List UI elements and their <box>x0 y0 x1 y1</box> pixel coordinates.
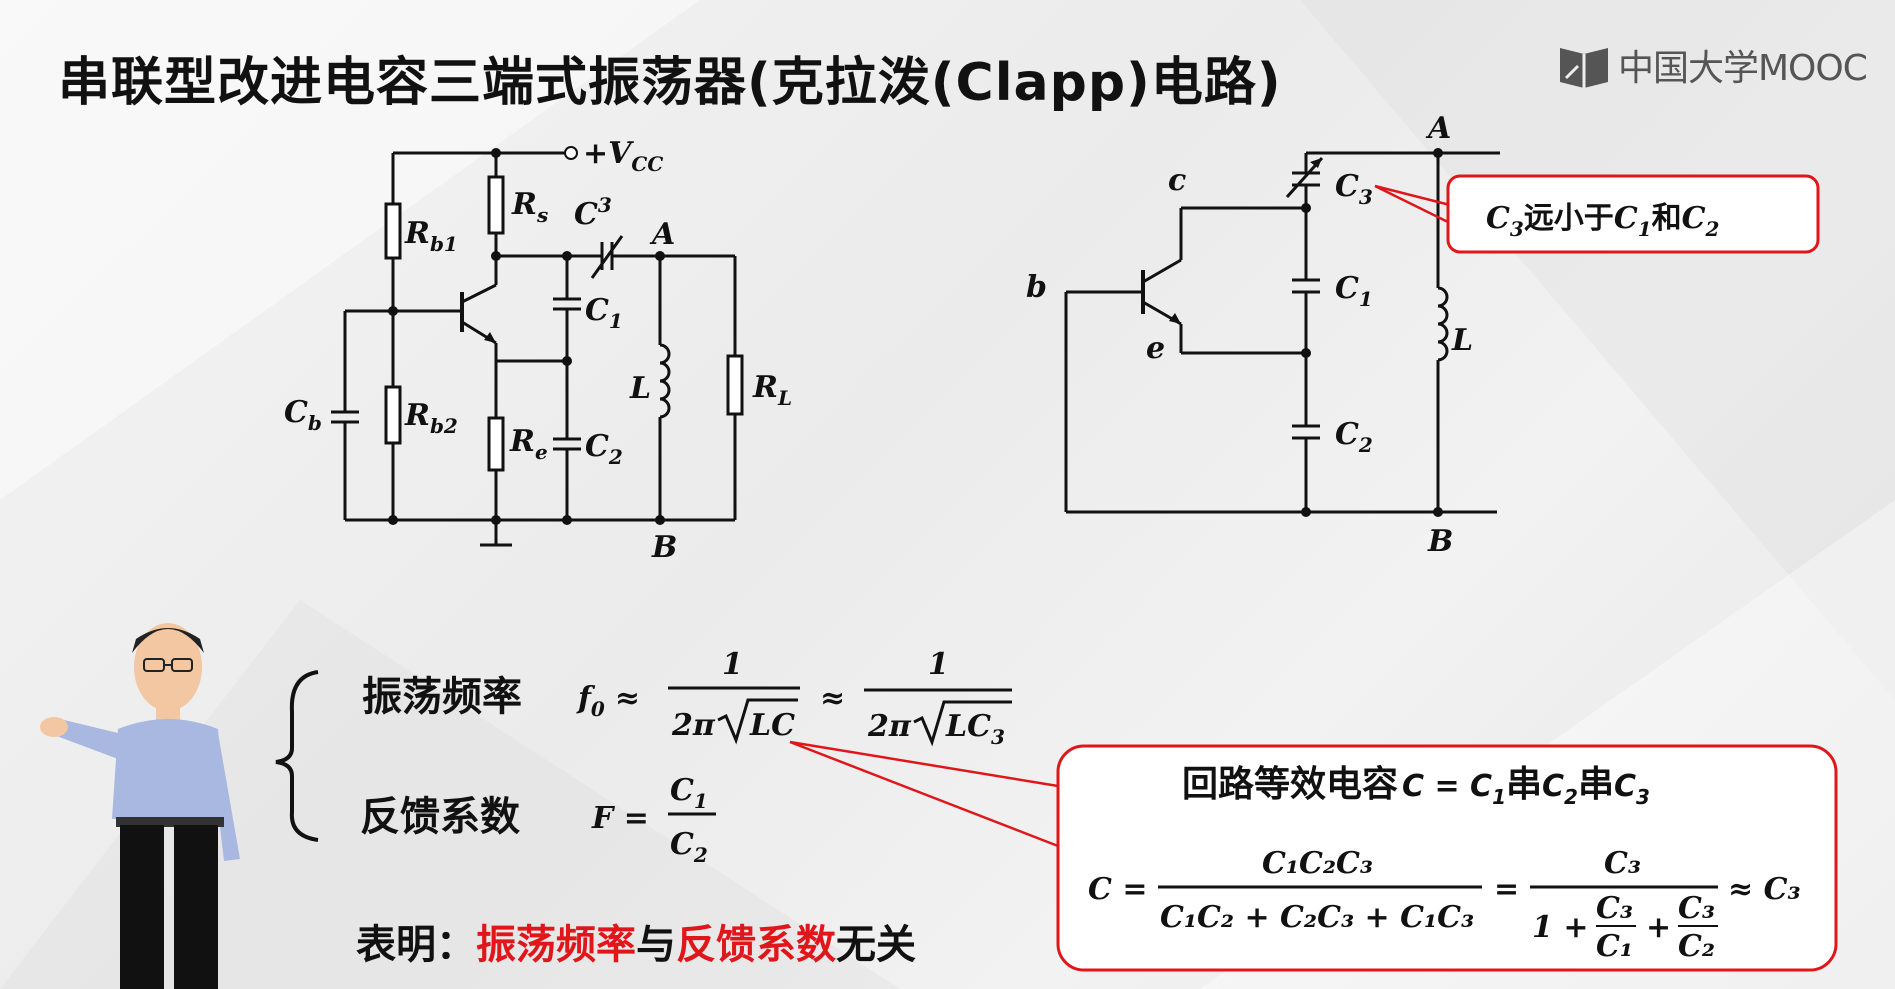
frac-a-num: C₃ <box>1596 891 1633 926</box>
callout-num1: C₁C₂C₃ <box>1262 846 1373 881</box>
vcc-label: +VCC <box>583 136 663 176</box>
cb-label: Cb <box>284 395 322 435</box>
frac-b-den: C₂ <box>1678 929 1715 964</box>
right-c3-label: C3 <box>1335 169 1373 209</box>
rs-label: Rs <box>511 187 548 227</box>
mooc-book-icon <box>1560 48 1608 88</box>
re-label: Re <box>509 424 548 464</box>
callout-num2: C₃ <box>1604 846 1641 881</box>
rb1-label: Rb1 <box>404 216 458 256</box>
callout-den2-prefix: 1 + <box>1532 910 1588 945</box>
frac-b-num: C₃ <box>1678 891 1715 926</box>
feedback-label: 反馈系数 <box>360 794 520 840</box>
c3-callout-box <box>1446 174 1820 254</box>
approx-2: ≈ <box>820 681 845 716</box>
rb2-label: Rb2 <box>404 398 458 438</box>
frac-a-den: C₁ <box>1596 929 1633 964</box>
freq-den-1-lc: LC <box>749 708 795 743</box>
callout-den1: C₁C₂ + C₂C₃ + C₁C₃ <box>1160 900 1474 935</box>
left-node-b: B <box>651 530 677 565</box>
callout-C-eq: C = <box>1088 872 1147 907</box>
freq-num-1: 1 <box>722 647 743 682</box>
rl-label: RL <box>752 370 792 410</box>
right-c2-label: C2 <box>1335 417 1373 457</box>
c2-label: C2 <box>585 429 623 469</box>
right-node-b: B <box>1427 524 1453 559</box>
freq-den-2: 2π <box>867 709 912 744</box>
left-node-a: A <box>649 217 675 252</box>
f0-symbol: f0≈ <box>576 681 640 721</box>
freq-num-2: 1 <box>928 647 949 682</box>
freq-den-2-lc3: LC3 <box>945 709 1005 749</box>
equivalent-capacitance-callout <box>1056 744 1838 972</box>
right-l-label: L <box>1451 323 1473 358</box>
feedback-F: F = <box>591 801 649 836</box>
fb-den: C2 <box>670 827 708 867</box>
right-node-a: A <box>1425 111 1451 146</box>
fb-num: C1 <box>670 773 708 813</box>
freq-label: 振荡频率 <box>362 674 522 720</box>
conclusion-text: 表明：振荡频率与反馈系数无关 <box>356 922 916 968</box>
right-c1-label: C1 <box>1335 271 1373 311</box>
l-label: L <box>629 371 651 406</box>
callout-approx-c3: ≈ C₃ <box>1728 872 1801 907</box>
c3-callout-text: C3远小于C1和C2 <box>1486 201 1720 241</box>
e-term-label: e <box>1146 331 1165 366</box>
mooc-logo: 中国大学MOOC <box>1556 40 1868 90</box>
callout-equals: = <box>1494 872 1519 907</box>
logo-text: 中国大学MOOC <box>1618 48 1868 89</box>
page-title: 串联型改进电容三端式振荡器(克拉泼(Clapp)电路) <box>58 53 1282 113</box>
c3-label: C3 <box>574 193 612 232</box>
c-term-label: c <box>1168 163 1186 198</box>
freq-den-1: 2π <box>671 708 716 743</box>
b-term-label: b <box>1026 270 1047 305</box>
c1-label: C1 <box>585 293 623 333</box>
teacher-avatar <box>40 623 240 989</box>
frac-plus: + <box>1646 910 1671 945</box>
